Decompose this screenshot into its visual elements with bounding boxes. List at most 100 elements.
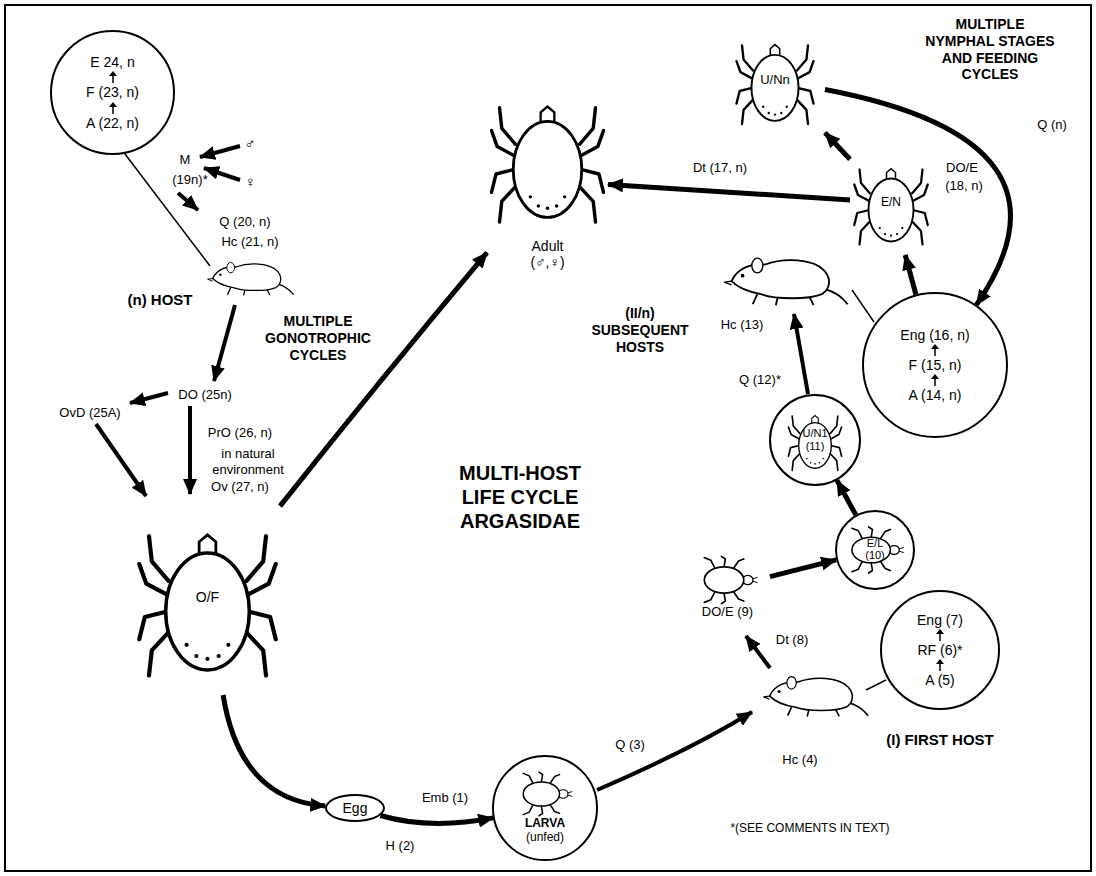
host-mouse — [208, 263, 294, 296]
node-text: DO/E (9) — [702, 605, 753, 620]
node-text: (♂,♀) — [530, 254, 564, 270]
drawing-part — [890, 234, 892, 236]
drawing-part — [934, 378, 936, 386]
drawing-part — [597, 712, 752, 790]
node-text: O/F — [196, 589, 219, 605]
node-text: Egg — [343, 800, 368, 816]
drawing-part — [753, 577, 758, 582]
drawing-part — [814, 463, 816, 465]
drawing-part — [194, 654, 198, 658]
flow-arrow — [280, 253, 487, 507]
drawing-part — [555, 204, 558, 207]
drawing-part — [96, 424, 146, 496]
drawing-part — [112, 75, 114, 83]
drawing-part — [125, 154, 210, 266]
node-text: A (22, n) — [86, 115, 139, 131]
callout-label: Q (12)* — [739, 372, 781, 388]
callout-label: *(SEE COMMENTS IN TEXT) — [730, 821, 889, 835]
up-arrow — [935, 659, 945, 671]
drawing-part — [523, 772, 559, 816]
circle-node: Eng (16, n) F (15, n) A (14, n) — [862, 292, 1008, 438]
tick-drawing — [490, 78, 605, 238]
node-text: (11) — [806, 440, 825, 453]
drawing-part — [537, 204, 540, 207]
callout-label: Hc (21, n) — [221, 234, 278, 250]
drawing-part — [762, 106, 764, 108]
drawing-part — [794, 314, 808, 394]
callout-label: Q (20, n) — [219, 214, 270, 230]
callout-label: M — [180, 152, 191, 168]
node-text: RF (6)* — [917, 642, 962, 658]
callout-label: (19n)* — [172, 172, 207, 188]
up-arrow — [108, 102, 118, 114]
drawing-part — [788, 416, 841, 470]
callout-label: in natural environment — [203, 446, 293, 477]
callout-label: Q (3) — [615, 737, 645, 753]
drawing-part — [939, 633, 941, 641]
drawing-part — [936, 659, 944, 664]
drawing-part — [704, 567, 743, 593]
callout-label: Hc (4) — [782, 752, 817, 768]
drawing-part — [852, 537, 890, 563]
drawing-part — [130, 393, 168, 403]
node-text: F (15, n) — [909, 357, 962, 373]
node-text: (unfed) — [526, 831, 564, 845]
drawing-part — [869, 179, 914, 242]
callout-label: OvD (25A) — [59, 405, 120, 421]
drawing-part — [529, 195, 532, 198]
node-text: A (14, n) — [909, 387, 962, 403]
drawing-part — [563, 195, 566, 198]
node-text: Eng (7) — [917, 612, 963, 628]
callout-label: Emb (1) — [422, 790, 468, 806]
egg-ellipse: Egg — [325, 794, 385, 822]
drawing-part — [866, 680, 886, 690]
tick-node: U/Nn — [725, 25, 825, 135]
tick-node: Adult(♂,♀) — [487, 78, 608, 283]
circle-node: LARVA(unfed) — [492, 755, 598, 861]
circle-node: Eng (7)RF (6)*A (5) — [880, 590, 1000, 710]
callout-label: DO (25n) — [178, 387, 231, 403]
circle-node: U/N1(11) — [769, 394, 861, 486]
circle-node: E 24, nF (23, n)A (22, n) — [50, 30, 175, 155]
drawing-part — [188, 406, 192, 494]
callout-label: (I) FIRST HOST — [886, 731, 994, 749]
drawing-part — [200, 146, 240, 157]
callout-label: (II/n) SUBSEQUENT HOSTS — [578, 305, 703, 355]
larva-drawing — [513, 771, 577, 817]
drawing-part — [737, 45, 814, 124]
drawing-part — [939, 663, 941, 671]
drawing-part — [901, 227, 903, 229]
node-text: F (23, n) — [86, 84, 139, 100]
drawing-part — [854, 170, 928, 245]
drawing-part — [751, 55, 798, 121]
drawing-part — [523, 782, 559, 806]
drawing-part — [806, 458, 808, 460]
callout-label: PrO (26, n) — [208, 425, 272, 441]
drawing-part — [799, 423, 832, 469]
drawing-part — [513, 121, 582, 217]
drawing-part — [896, 233, 898, 235]
larva-drawing — [693, 555, 763, 605]
drawing-part — [936, 629, 944, 634]
node-text: E/N — [881, 196, 901, 210]
drawing-part — [746, 636, 770, 668]
flow-arrow — [380, 816, 493, 824]
callout-label: MULTIPLE GONOTROPHIC CYCLES — [256, 313, 381, 363]
drawing-part — [226, 643, 230, 647]
callout-label: ♂ — [244, 135, 255, 153]
up-arrow — [930, 344, 940, 356]
up-arrow — [930, 374, 940, 386]
drawing-part — [899, 547, 903, 552]
tick-node: O/F — [135, 500, 280, 695]
drawing-part — [204, 168, 240, 180]
node-text: U/N1 — [802, 427, 827, 440]
node-text: Eng (16, n) — [900, 327, 969, 343]
drawing-part — [780, 112, 782, 114]
tick-node: E/N — [850, 150, 932, 255]
drawing-part — [819, 462, 821, 464]
node-text: Adult — [532, 238, 564, 254]
callout-label: Hc (13) — [721, 317, 764, 333]
drawing-part — [109, 71, 117, 76]
drawing-part — [185, 643, 189, 647]
